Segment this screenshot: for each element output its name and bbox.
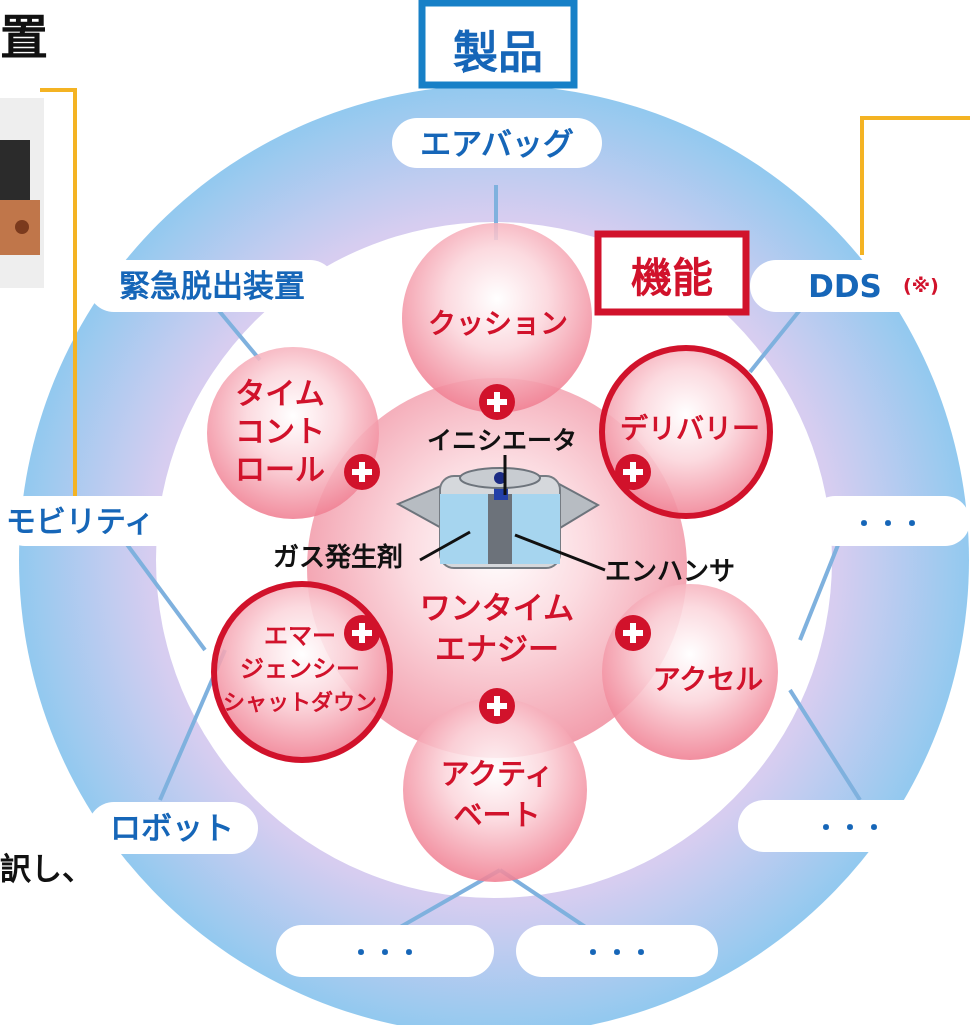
igniter-device-icon <box>395 467 601 569</box>
one-time-energy-line-2: エナジー <box>435 632 559 668</box>
more-right-upper-label: ・・・ <box>852 510 924 538</box>
plus-icons <box>344 384 651 724</box>
dds-label: DDS <box>808 269 882 305</box>
device-pointer-lines <box>419 455 606 572</box>
more-bottom-left-pill <box>276 925 494 977</box>
accel-label: アクセル <box>653 663 764 696</box>
cushion-bubble <box>402 223 592 413</box>
robot-label: ロボット <box>110 811 234 847</box>
more-bottom-left-label: ・・・ <box>349 939 421 967</box>
robot-pill <box>88 802 258 854</box>
cut-caption-fragment: 訳し、 <box>0 852 93 888</box>
emergency-escape-label: 緊急脱出装置 <box>119 269 305 305</box>
dds-note: (※) <box>903 275 939 297</box>
plus-icon <box>344 615 380 651</box>
plus-icon <box>344 454 380 490</box>
product-title-label: 製品 <box>453 26 543 79</box>
plus-icon <box>479 384 515 420</box>
plus-icon <box>479 688 515 724</box>
activate-line-1: アクティ <box>441 757 554 791</box>
dds-pill <box>750 260 970 312</box>
emergency-shutdown-line-2: ジェンシー <box>240 655 360 683</box>
function-title-label: 機能 <box>631 254 713 302</box>
right-yellow-bracket <box>860 116 970 255</box>
airbag-pill <box>392 118 602 168</box>
more-bottom-right-label: ・・・ <box>581 939 653 967</box>
mobility-pill <box>0 496 185 546</box>
emergency-highlight-ring <box>211 581 393 763</box>
mobility-label: モビリティ <box>6 505 154 540</box>
more-right-upper-pill <box>810 496 970 546</box>
activate-line-2: ベート <box>453 798 540 832</box>
emergency-shutdown-line-1: エマー <box>264 622 336 650</box>
activate-bubble <box>403 698 587 882</box>
function-title-box: 機能 <box>594 230 750 316</box>
cushion-label: クッション <box>428 307 568 340</box>
one-time-energy-line-1: ワンタイム <box>420 591 574 627</box>
emergency-shutdown-line-3: シャットダウン <box>223 690 377 716</box>
delivery-highlight-ring <box>599 345 773 519</box>
airbag-label: エアバッグ <box>420 127 574 163</box>
time-control-line-1: タイム <box>235 377 324 412</box>
cut-title-fragment: 置 <box>0 10 48 66</box>
function-bubbles <box>207 223 778 882</box>
time-control-bubble <box>207 347 379 519</box>
device-photo-icon <box>0 98 44 288</box>
delivery-label: デリバリー <box>620 412 760 445</box>
plus-icon <box>615 615 651 651</box>
more-right-lower-pill <box>738 800 970 852</box>
product-title-box: 製品 <box>418 0 578 89</box>
time-control-line-2: コント <box>235 415 325 450</box>
product-pills <box>0 118 970 977</box>
initiator-label: イニシエータ <box>427 426 577 455</box>
time-control-line-3: ロール <box>235 453 325 488</box>
more-bottom-right-pill <box>516 925 718 977</box>
left-yellow-bracket <box>40 88 77 535</box>
emergency-escape-pill <box>88 260 336 312</box>
gas-generant-label: ガス発生剤 <box>273 542 403 573</box>
enhancer-label: エンハンサ <box>605 557 735 587</box>
plus-icon <box>615 454 651 490</box>
more-right-lower-label: ・・・ <box>814 814 886 842</box>
